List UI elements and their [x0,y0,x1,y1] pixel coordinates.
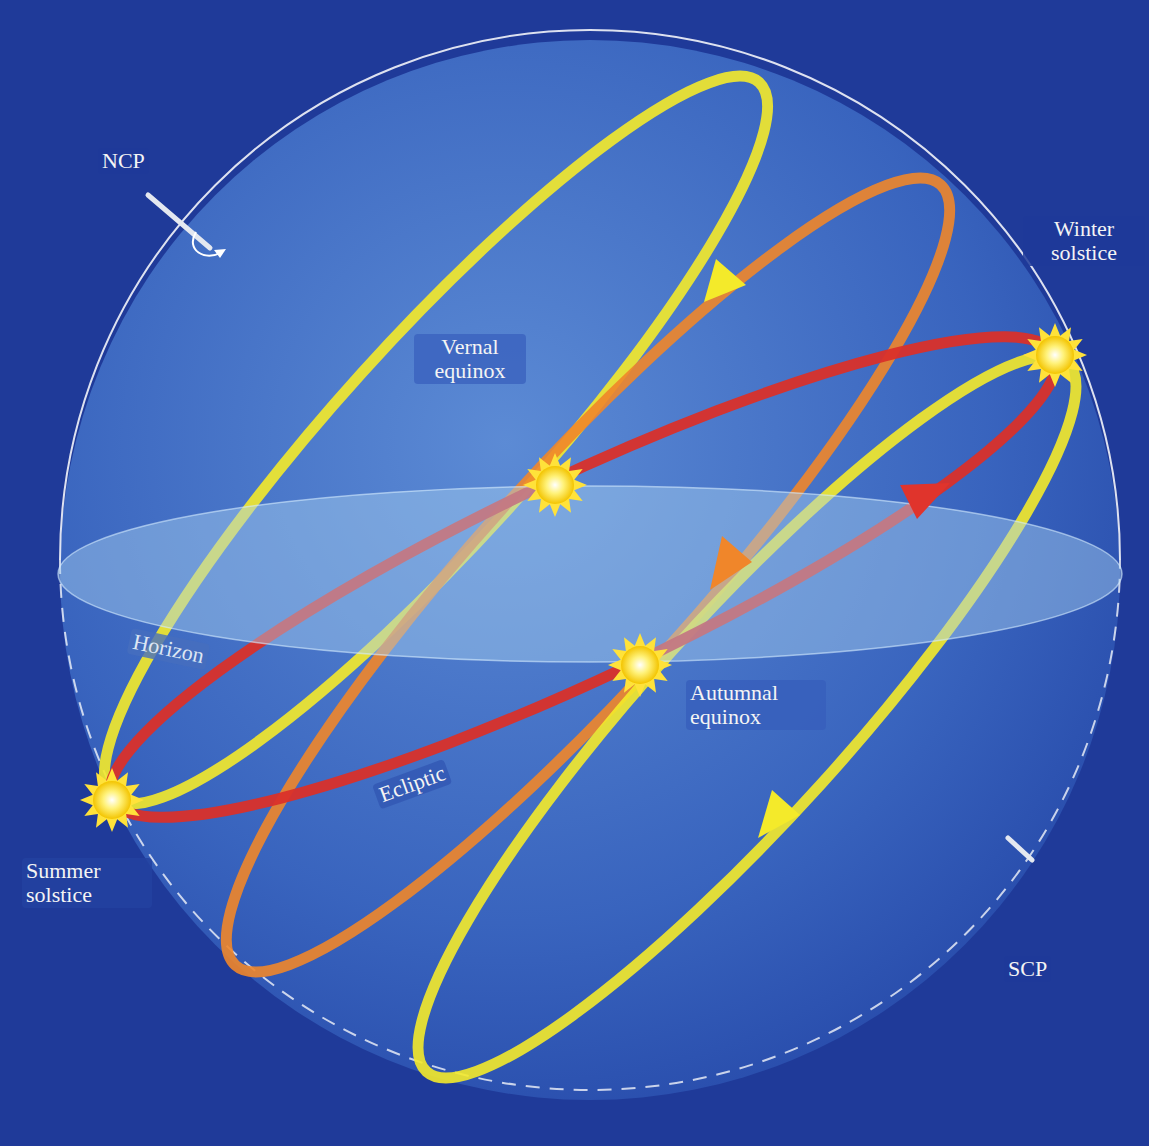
sphere-outline [60,30,1120,560]
annual-motion-arrow [900,483,950,519]
rotation-arrow [214,249,226,258]
daily-motion-arrow [710,536,752,590]
daily-motion-arrow [704,259,746,302]
sun-symbol [523,453,587,517]
horizon-edge [58,486,1122,662]
sun-symbol [608,633,672,697]
sky-label: Autumnal equinox [686,680,826,730]
sun-symbol [80,768,144,832]
sky-label: Ecliptic [372,759,453,810]
sky-label: SCP [1004,956,1051,982]
pole-axis [1008,838,1032,860]
sky-label: Summer solstice [22,858,152,908]
sky-label: Vernal equinox [414,334,526,384]
sun-symbol [1023,323,1087,387]
sky-label: NCP [98,148,149,174]
horizon-plane [58,486,1122,662]
sky-label: Winter solstice [1023,216,1145,266]
sky-label: Horizon [127,628,211,670]
pole-axis [148,195,210,248]
daily-motion-arrow [758,790,800,838]
summer-daily-path [39,15,834,864]
